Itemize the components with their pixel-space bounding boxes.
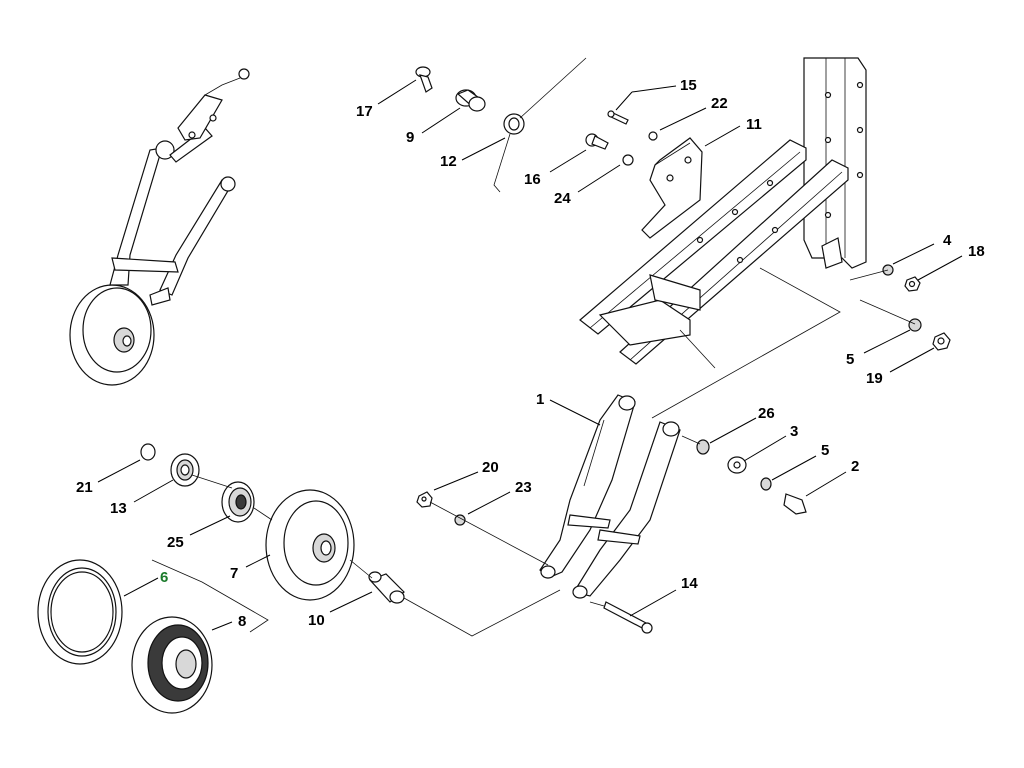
washer-23 (454, 514, 466, 526)
callout-5-top: 5 (846, 351, 854, 368)
bolt-16 (585, 133, 609, 150)
wheel-half-7 (265, 489, 355, 601)
wheel-half-8 (131, 616, 213, 714)
callout-6: 6 (160, 569, 168, 586)
callout-3: 3 (790, 423, 798, 440)
washer-24 (622, 154, 634, 166)
callout-21: 21 (76, 479, 93, 496)
washer-5a (908, 318, 922, 332)
callout-13: 13 (110, 500, 127, 517)
callout-9: 9 (406, 129, 414, 146)
assembled-wheel-arm (69, 68, 250, 386)
callout-24: 24 (554, 190, 571, 207)
callout-16: 16 (524, 171, 541, 188)
seal-13 (170, 453, 200, 487)
snap-ring-21 (140, 443, 156, 461)
nut-20 (416, 491, 433, 508)
washer-22 (648, 131, 658, 141)
callout-18: 18 (968, 243, 985, 260)
callout-10: 10 (308, 612, 325, 629)
callout-23: 23 (515, 479, 532, 496)
callout-15: 15 (680, 77, 697, 94)
callout-25: 25 (167, 534, 184, 551)
leader-lines (97, 79, 963, 637)
axle-10 (368, 571, 405, 604)
callout-12: 12 (440, 153, 457, 170)
callout-8: 8 (238, 613, 246, 630)
callout-1: 1 (536, 391, 544, 408)
callout-20: 20 (482, 459, 499, 476)
tire-6 (37, 559, 123, 665)
bearing-25 (221, 481, 255, 523)
callout-7: 7 (230, 565, 238, 582)
bolt-15 (607, 110, 629, 125)
callout-4: 4 (943, 232, 952, 249)
bushing-9 (455, 89, 486, 112)
callout-19: 19 (866, 370, 883, 387)
bolt-14 (603, 601, 653, 634)
callout-2: 2 (851, 458, 859, 475)
callout-17: 17 (356, 103, 373, 120)
nut-19 (932, 332, 951, 351)
bolt-17 (415, 66, 433, 93)
washer-3 (727, 456, 747, 474)
main-frame (579, 57, 867, 369)
nut-18 (904, 276, 921, 292)
bracket-11 (641, 137, 703, 239)
bolt-2 (783, 493, 807, 515)
callout-14: 14 (681, 575, 698, 592)
callout-11: 11 (746, 116, 762, 133)
spacer-26 (696, 439, 710, 455)
callout-22: 22 (711, 95, 728, 112)
callout-26: 26 (758, 405, 775, 422)
callout-5-bottom: 5 (821, 442, 829, 459)
arm-1 (539, 394, 681, 599)
washer-5b (760, 477, 772, 491)
callouts: 17 9 12 15 22 11 16 24 4 18 5 19 1 26 3 … (76, 77, 985, 630)
spring-12 (493, 57, 587, 193)
